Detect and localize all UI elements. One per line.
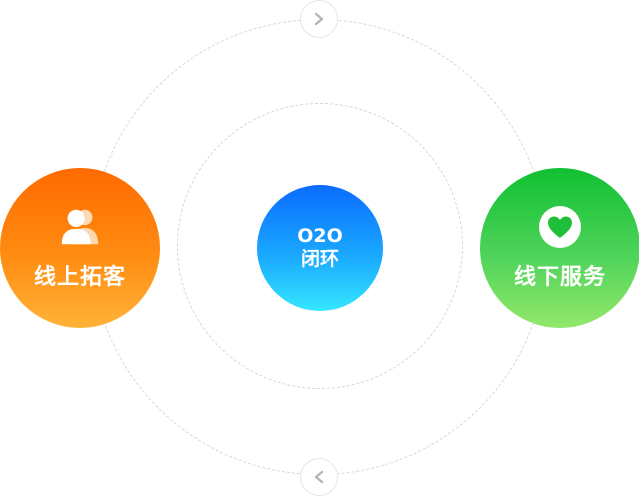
inner-orbit-ring bbox=[177, 103, 463, 389]
online-acquisition-node: 线上拓客 bbox=[0, 168, 160, 328]
offline-service-label: 线下服务 bbox=[513, 265, 606, 290]
users-icon bbox=[58, 205, 102, 249]
center-title-line2: 闭环 bbox=[300, 248, 339, 270]
o2o-loop-center: O2O 闭环 bbox=[257, 185, 383, 311]
top-arrow-button[interactable] bbox=[300, 0, 338, 38]
online-acquisition-label: 线上拓客 bbox=[33, 265, 126, 290]
center-title-line1: O2O bbox=[297, 225, 343, 247]
chevron-right-icon bbox=[314, 12, 324, 26]
offline-service-node: 线下服务 bbox=[480, 168, 639, 328]
chevron-left-icon bbox=[314, 470, 324, 484]
heart-icon bbox=[538, 205, 582, 249]
bottom-arrow-button[interactable] bbox=[300, 458, 338, 496]
